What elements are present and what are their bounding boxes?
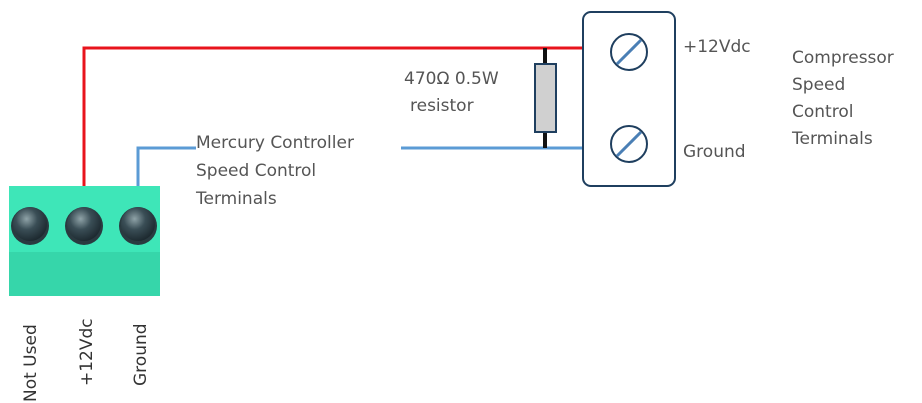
ground-wire-left: [136, 146, 196, 186]
compressor-title-line: Control: [792, 102, 853, 122]
screw-terminal-icon: [119, 207, 157, 245]
pin-label-not-used: Not Used: [21, 324, 41, 402]
pin-label-plus12v: +12Vdc: [77, 318, 97, 386]
resistor-body: [534, 63, 557, 133]
screw-terminal-icon: [11, 207, 49, 245]
controller-title-line: Speed Control: [196, 161, 316, 181]
screw-terminal-icon: [65, 207, 103, 245]
controller-title-line: Terminals: [195, 189, 277, 209]
positive-wire: [82, 46, 590, 186]
screw-icon: [610, 33, 648, 71]
resistor-type-label: resistor: [410, 96, 474, 116]
compressor-terminal-box: [582, 11, 676, 187]
compressor-title-line: Terminals: [791, 129, 873, 149]
pin-label-ground: Ground: [131, 323, 151, 386]
compressor-ground-label: Ground: [683, 142, 746, 162]
screw-icon: [610, 125, 648, 163]
compressor-title-line: Compressor: [792, 48, 894, 68]
terminal-block-shade: [9, 252, 160, 296]
resistor-value-label: 470Ω 0.5W: [404, 69, 499, 89]
compressor-plus12v-label: +12Vdc: [683, 37, 751, 57]
compressor-title-line: Speed: [792, 75, 845, 95]
controller-title-line: Mercury Controller: [196, 133, 354, 153]
